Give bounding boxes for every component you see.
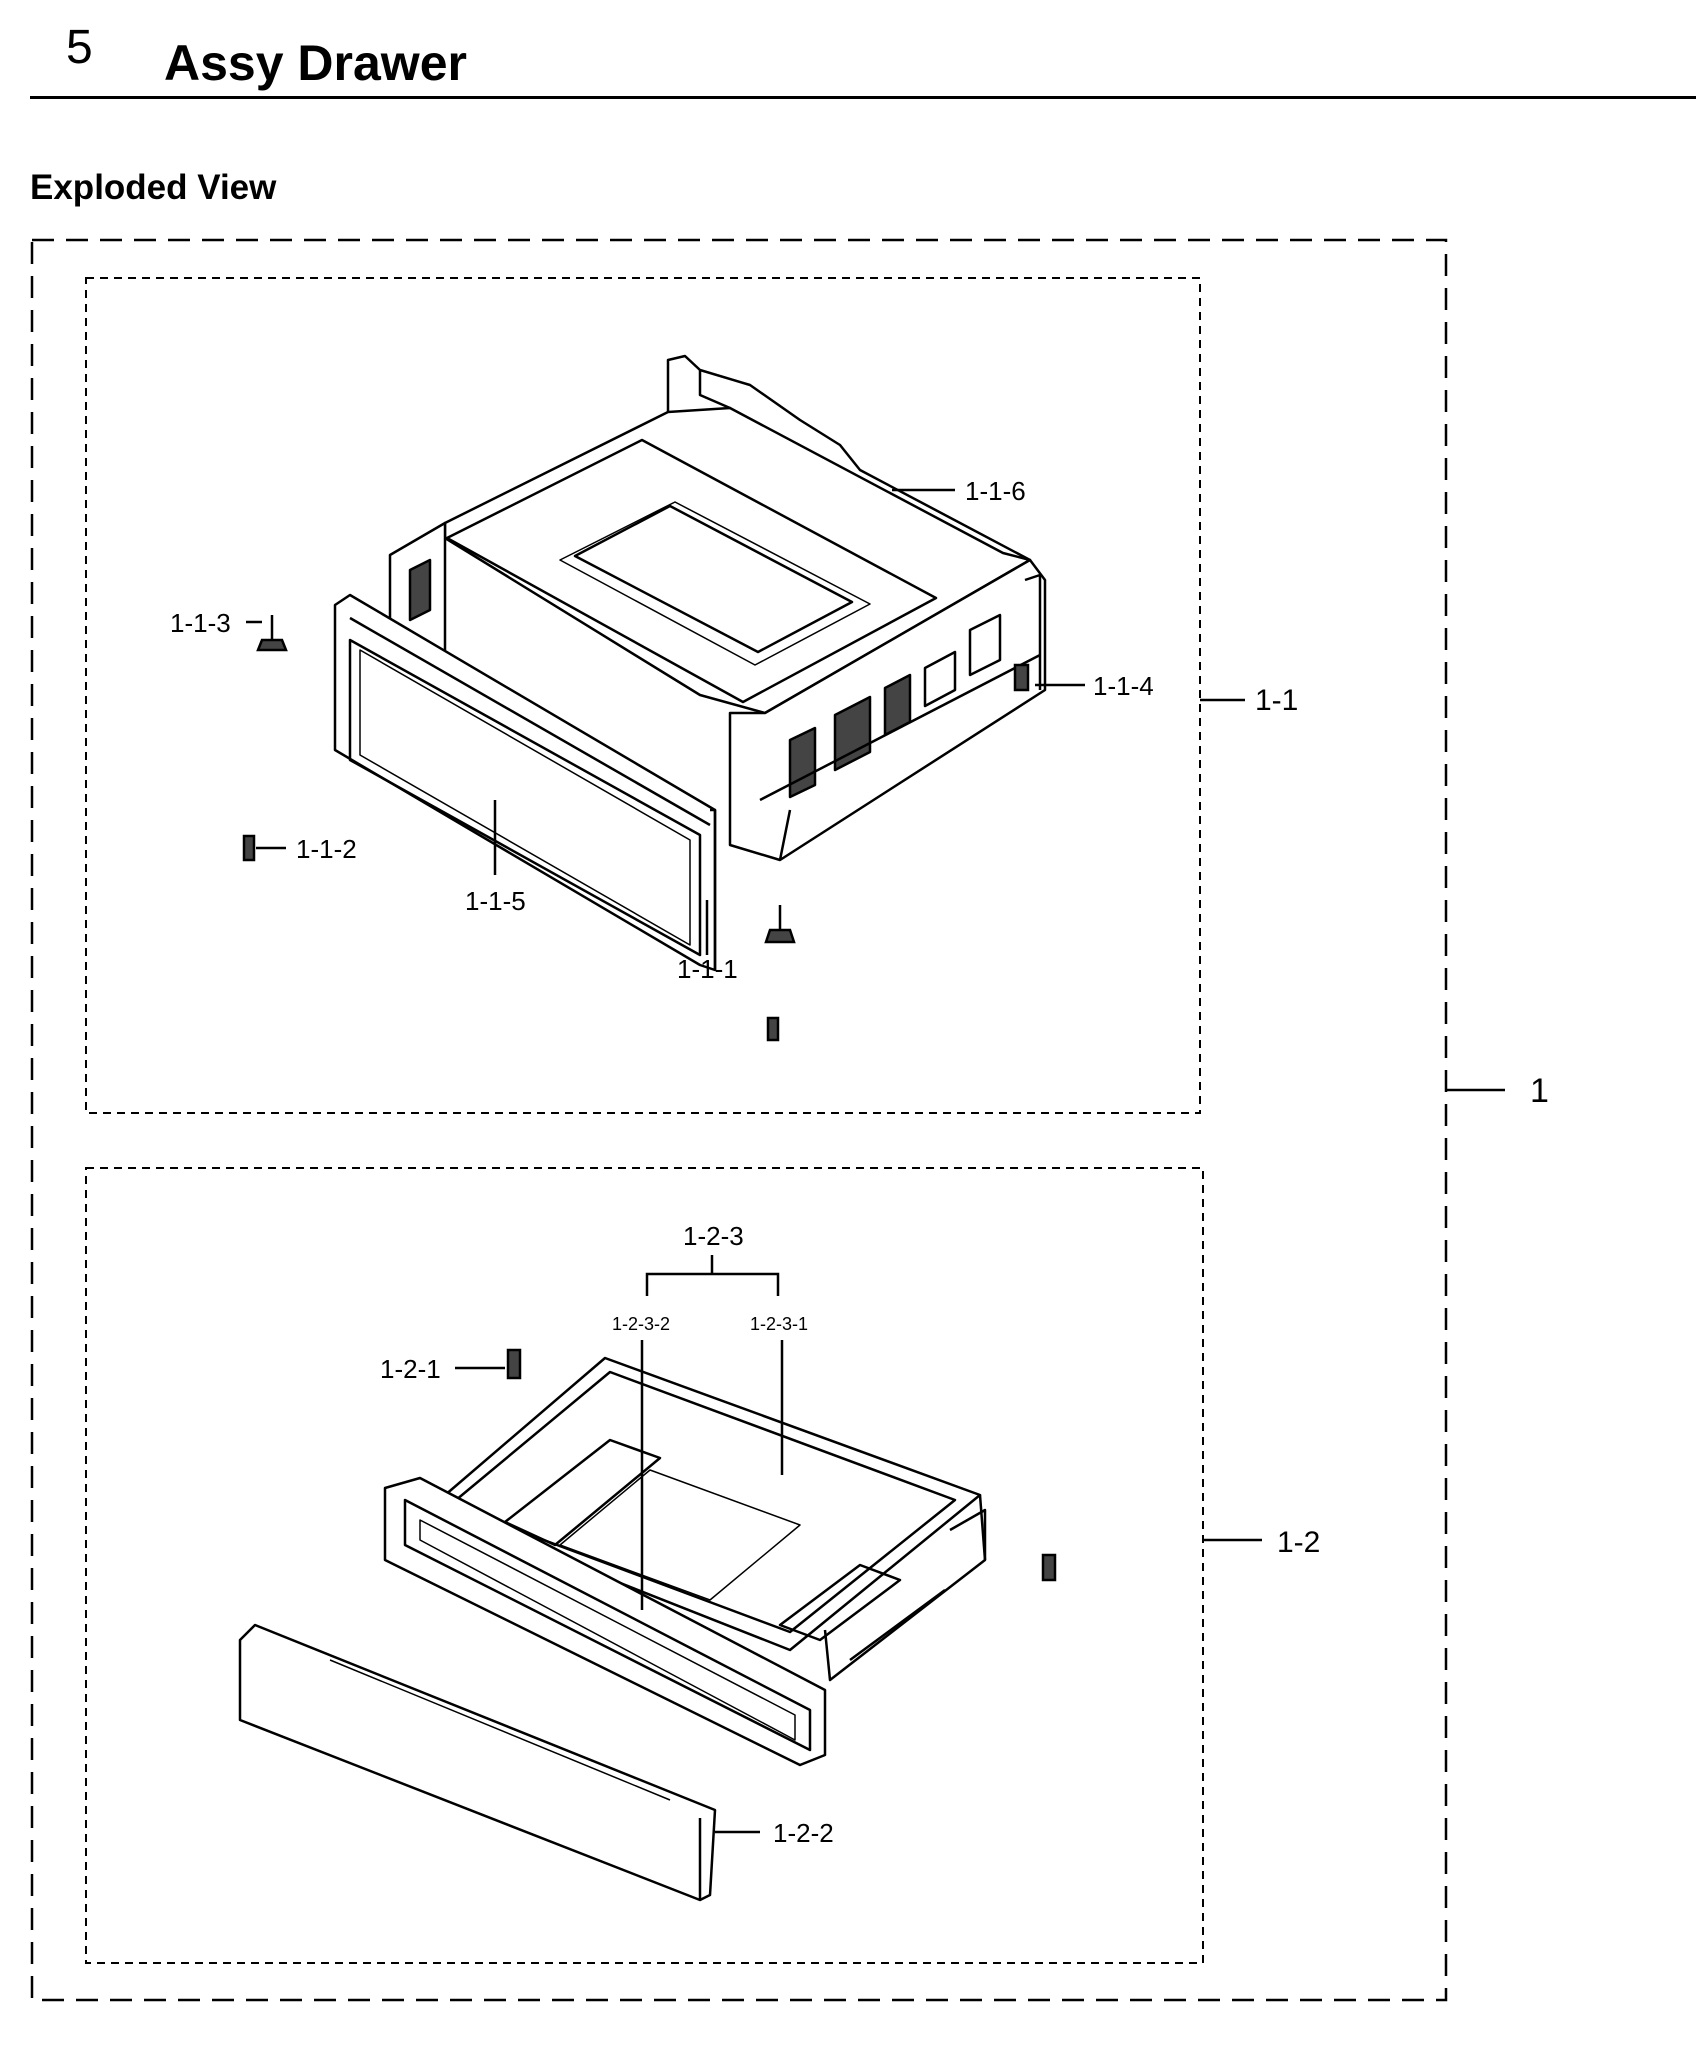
drawer-front-panel-drawing (238, 1623, 717, 1902)
page-title: Assy Drawer (164, 35, 467, 91)
label-1-1-6: 1-1-6 (965, 476, 1026, 506)
assembly-1-1-boundary (85, 277, 1201, 1114)
label-1-1-5: 1-1-5 (465, 886, 526, 916)
label-1-1-1: 1-1-1 (677, 954, 738, 984)
label-1-1: 1-1 (1255, 684, 1298, 717)
label-1-2-2: 1-2-2 (773, 1818, 834, 1848)
section-number: 5 (66, 21, 93, 74)
screw-1-1-4 (1013, 663, 1030, 692)
stopper-right (1041, 1553, 1057, 1582)
drawer-housing-drawing (333, 354, 1047, 972)
label-1-1-2: 1-1-2 (296, 834, 357, 864)
view-subtitle: Exploded View (30, 168, 277, 207)
leader-lines-lower (455, 1255, 1262, 1834)
label-1: 1 (1530, 1072, 1549, 1110)
label-1-1-3: 1-1-3 (170, 608, 231, 638)
bracket-clip-1-1-2 (242, 834, 256, 862)
bracket-clip-loose (766, 1016, 780, 1042)
label-1-1-4: 1-1-4 (1093, 671, 1154, 701)
label-1-2-3-1: 1-2-3-1 (750, 1314, 808, 1334)
leveling-foot-left (256, 615, 288, 652)
assembly-1-boundary (30, 238, 1448, 2002)
label-1-2-3-2: 1-2-3-2 (612, 1314, 670, 1334)
label-1-2-3: 1-2-3 (683, 1221, 744, 1251)
label-1-2: 1-2 (1277, 1526, 1320, 1559)
label-1-2-1: 1-2-1 (380, 1354, 441, 1384)
assembly-1-2-boundary (85, 1167, 1204, 1964)
drawer-tray-drawing (383, 1356, 987, 1767)
stopper-1-2-1 (506, 1348, 522, 1380)
leveling-foot-right (764, 905, 796, 944)
leader-lines-upper (246, 488, 1505, 1092)
header-rule (30, 96, 1696, 99)
